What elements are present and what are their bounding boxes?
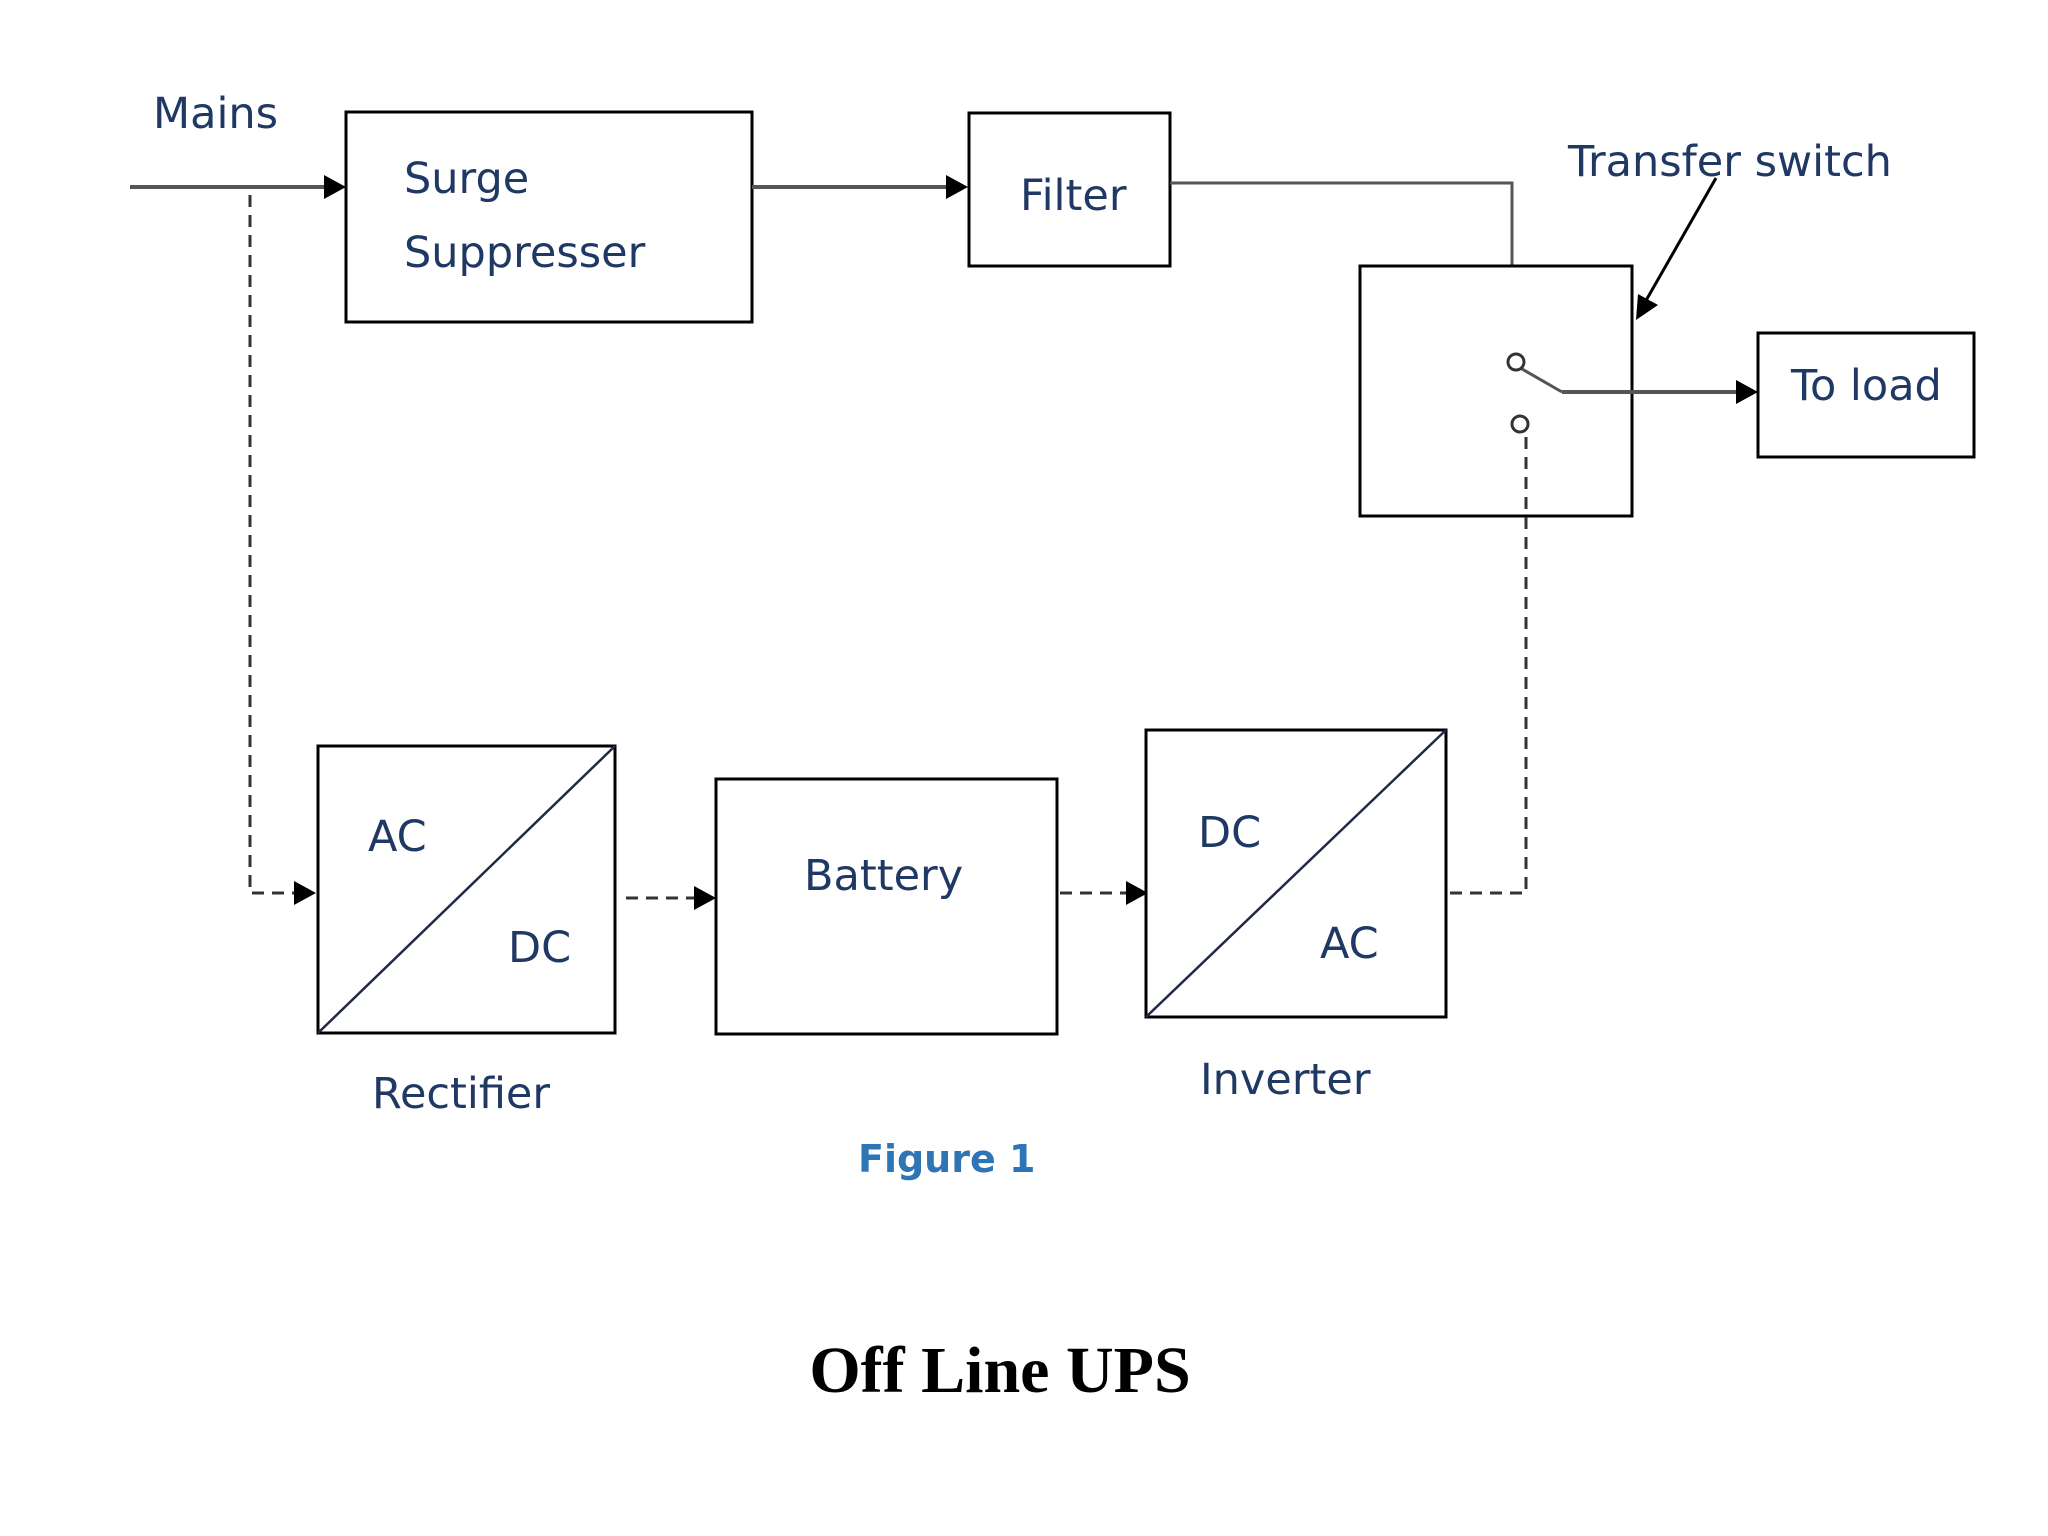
diagram-title: Off Line UPS [809,1334,1190,1407]
filter-label: Filter [1020,171,1127,221]
rectifier-dc-label: DC [508,923,571,973]
mains-to-rectifier-dashed [248,195,296,895]
switch-blade [1521,367,1563,394]
inverter-to-switch-dashed [1450,434,1528,895]
filter-box [967,111,1172,268]
mains-contact [1506,352,1526,372]
surge-suppresser-box [344,110,754,324]
battery-label: Battery [804,851,963,901]
rectifier-arrowhead [294,881,316,905]
mains-arrowhead [324,175,346,199]
filter-arrowhead [946,175,968,199]
transfer-switch-label: Transfer switch [1567,137,1892,187]
transfer-switch-pointer-head [1636,294,1658,320]
to-load-label: To load [1790,361,1942,411]
figure-caption: Figure 1 [858,1137,1035,1181]
load-arrowhead [1736,380,1758,404]
surge-label-line1: Surge [404,154,529,204]
inverter-ac-label: AC [1320,919,1379,969]
inverter-label: Inverter [1200,1055,1371,1105]
rectifier-ac-label: AC [368,812,427,862]
transfer-switch-pointer [1642,177,1718,305]
inverter-contact [1510,414,1530,434]
inverter-arrowhead [1126,881,1148,905]
inverter-dc-label: DC [1198,808,1261,858]
surge-label-line2: Suppresser [404,228,646,278]
battery-box [714,777,1059,1036]
rectifier-label: Rectifier [372,1069,550,1119]
battery-arrowhead [694,886,716,910]
mains-label: Mains [153,89,278,139]
inverter-diagonal [1145,729,1447,1018]
rectifier-diagonal [317,745,616,1034]
to-load-box [1756,331,1976,459]
